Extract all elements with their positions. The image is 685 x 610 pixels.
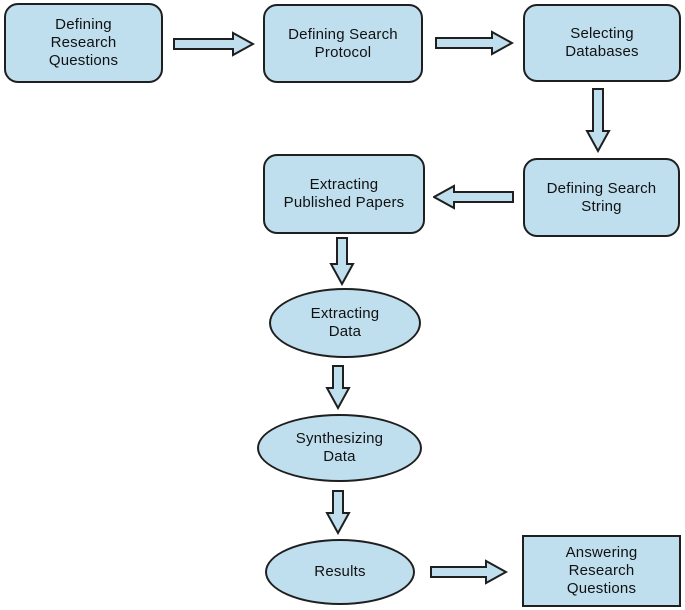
- node-label: Defining Search String: [546, 179, 657, 215]
- node-selecting-databases: Selecting Databases: [523, 4, 681, 82]
- arrow-results-to-answering-research-questions-icon: [430, 559, 508, 585]
- arrow-selecting-databases-to-defining-search-string-icon: [585, 88, 611, 153]
- node-label: Extracting Data: [310, 305, 380, 340]
- arrow-synthesizing-data-to-results-icon: [325, 490, 351, 535]
- arrow-defining-research-questions-to-defining-search-protocol-icon: [173, 31, 255, 57]
- node-defining-search-string: Defining Search String: [523, 158, 680, 237]
- node-extracting-data: Extracting Data: [269, 288, 421, 358]
- node-label: Selecting Databases: [565, 25, 639, 60]
- node-extracting-published-papers: Extracting Published Papers: [263, 154, 425, 234]
- node-label: Defining Research Questions: [48, 16, 119, 69]
- node-results: Results: [265, 539, 415, 605]
- node-label: Defining Search Protocol: [288, 25, 398, 61]
- arrow-extracting-published-papers-to-extracting-data-icon: [329, 237, 355, 286]
- arrow-defining-search-string-to-extracting-published-papers-icon: [433, 184, 514, 210]
- node-synthesizing-data: Synthesizing Data: [257, 414, 422, 482]
- node-label: Extracting Published Papers: [283, 176, 405, 211]
- arrow-defining-search-protocol-to-selecting-databases-icon: [435, 30, 514, 56]
- node-label: Answering Research Questions: [565, 544, 638, 597]
- node-defining-research-questions: Defining Research Questions: [4, 3, 163, 83]
- node-label: Synthesizing Data: [295, 430, 384, 465]
- node-defining-search-protocol: Defining Search Protocol: [263, 4, 423, 83]
- node-label: Results: [314, 563, 366, 581]
- arrow-extracting-data-to-synthesizing-data-icon: [325, 365, 351, 410]
- node-answering-research-questions: Answering Research Questions: [522, 535, 681, 607]
